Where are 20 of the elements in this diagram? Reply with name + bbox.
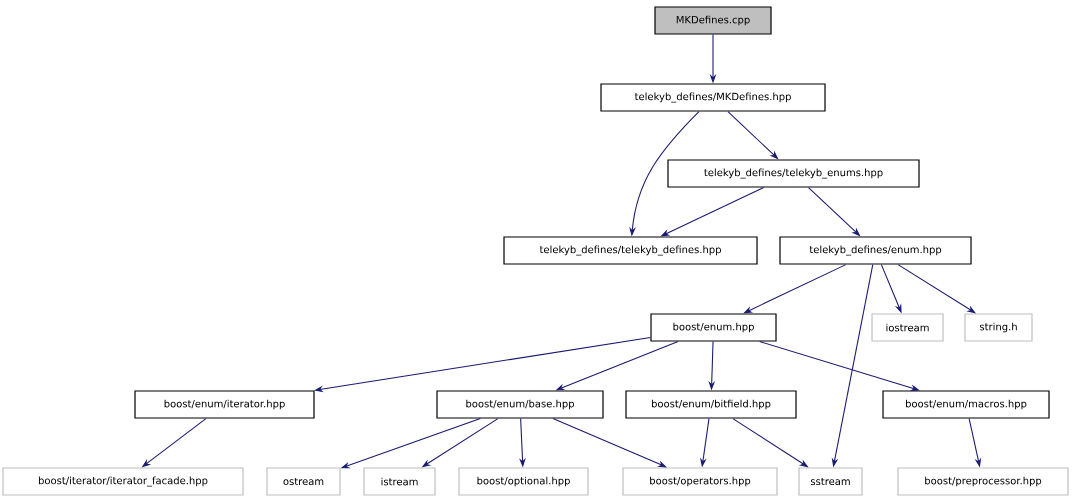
file-box: istream (363, 467, 436, 496)
file-box: iostream (871, 313, 944, 342)
file-box: telekyb_defines/telekyb_enums.hpp (667, 159, 920, 188)
file-box: ostream (266, 467, 341, 496)
file-box: sstream (798, 467, 863, 496)
file-box: boost/iterator/iterator_facade.hpp (2, 467, 244, 496)
file-box: boost/enum.hpp (650, 313, 777, 342)
file-box: string.h (964, 313, 1033, 342)
file-box: boost/enum/base.hpp (436, 390, 604, 419)
arrow (897, 264, 976, 314)
file-box: MKDefines.cpp (654, 6, 772, 35)
file-box: boost/enum/iterator.hpp (134, 390, 315, 419)
file-box: boost/enum/macros.hpp (882, 390, 1050, 419)
file-box: telekyb_defines/telekyb_defines.hpp (503, 236, 758, 265)
file-box: telekyb_defines/enum.hpp (779, 236, 972, 265)
file-box: boost/optional.hpp (458, 467, 589, 496)
file-box: boost/operators.hpp (622, 467, 778, 496)
file-box: boost/enum/bitfield.hpp (625, 390, 797, 419)
file-box: boost/preprocessor.hpp (897, 467, 1069, 496)
file-box: telekyb_defines/MKDefines.hpp (600, 83, 826, 112)
